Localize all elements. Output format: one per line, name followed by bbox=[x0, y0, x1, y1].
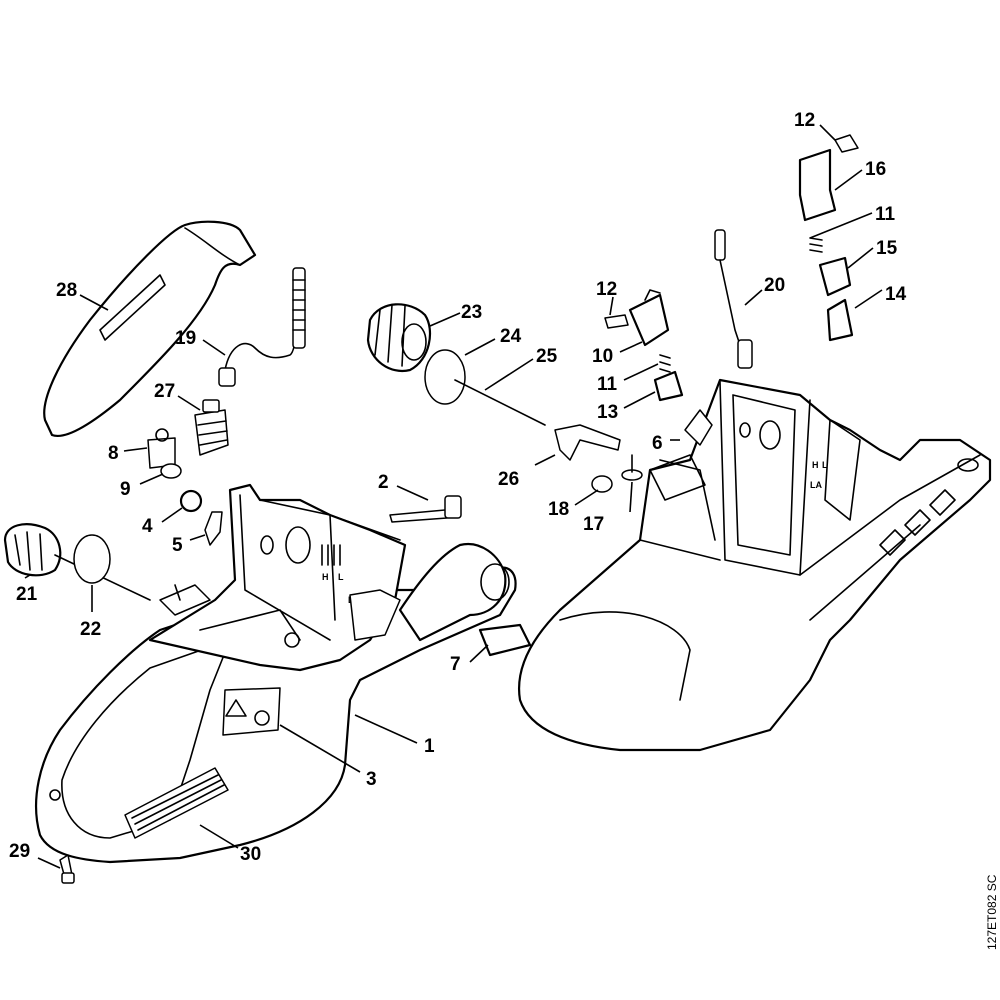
callout-12a: 12 bbox=[596, 279, 617, 300]
marking-l: L bbox=[338, 572, 344, 582]
callout-28: 28 bbox=[56, 280, 77, 301]
callout-10: 10 bbox=[592, 346, 613, 367]
part-24-seal[interactable] bbox=[424, 349, 466, 405]
callout-6: 6 bbox=[652, 433, 663, 454]
part-11-spring-right[interactable] bbox=[809, 237, 823, 253]
callout-7: 7 bbox=[450, 654, 461, 675]
callout-13: 13 bbox=[597, 402, 618, 423]
callout-11a: 11 bbox=[597, 374, 618, 395]
callout-25: 25 bbox=[536, 346, 558, 367]
callout-17: 17 bbox=[583, 514, 604, 535]
callout-27: 27 bbox=[154, 381, 175, 402]
part-9-o-ring[interactable] bbox=[160, 463, 182, 479]
marking-l-right: L bbox=[822, 460, 828, 470]
callout-2: 2 bbox=[378, 472, 389, 493]
leader-lines bbox=[24, 124, 883, 869]
callout-9: 9 bbox=[120, 479, 131, 500]
marking-h-right: H bbox=[812, 460, 819, 470]
part-8-valve[interactable] bbox=[147, 428, 176, 469]
part-12-screw-top[interactable] bbox=[834, 134, 859, 153]
part-22-o-ring[interactable] bbox=[73, 534, 111, 584]
part-18-washer[interactable] bbox=[591, 475, 613, 493]
callout-21: 21 bbox=[16, 584, 38, 605]
part-7-bumper[interactable] bbox=[478, 623, 532, 657]
part-23-oil-cap[interactable] bbox=[366, 303, 432, 373]
part-25-oil-pickup[interactable] bbox=[454, 379, 546, 426]
housing-right[interactable]: H L LA bbox=[518, 378, 992, 752]
part-6-clip[interactable] bbox=[684, 409, 713, 446]
part-4-plug[interactable] bbox=[179, 489, 203, 513]
part-14-cap[interactable] bbox=[826, 298, 854, 342]
part-5-clip[interactable] bbox=[204, 511, 223, 546]
part-19-fuel-hose[interactable] bbox=[218, 267, 306, 387]
callout-26: 26 bbox=[498, 469, 519, 490]
callout-12b: 12 bbox=[794, 110, 815, 131]
callout-15: 15 bbox=[876, 238, 898, 259]
callout-1: 1 bbox=[424, 736, 435, 757]
callout-23: 23 bbox=[461, 302, 482, 323]
callout-22: 22 bbox=[80, 619, 101, 640]
callout-11b: 11 bbox=[875, 204, 896, 225]
callout-3: 3 bbox=[366, 769, 377, 790]
part-12-screw-left[interactable] bbox=[604, 314, 629, 329]
housing-left[interactable]: H L LA bbox=[34, 483, 517, 864]
part-2-bolt[interactable] bbox=[389, 495, 462, 523]
callout-8: 8 bbox=[108, 443, 119, 464]
part-28-handle-cover[interactable] bbox=[43, 220, 257, 438]
marking-h: H bbox=[322, 572, 329, 582]
reference-code: 127ET082 SC bbox=[985, 874, 999, 950]
part-15-cap[interactable] bbox=[818, 256, 852, 297]
callout-14: 14 bbox=[885, 284, 907, 305]
callout-20: 20 bbox=[764, 275, 785, 296]
part-26-bracket[interactable] bbox=[554, 424, 621, 461]
part-20-oil-hose[interactable] bbox=[714, 229, 753, 369]
marking-la-right: LA bbox=[810, 480, 822, 490]
callout-29: 29 bbox=[9, 841, 30, 862]
callout-30: 30 bbox=[240, 844, 261, 865]
part-16-knob[interactable] bbox=[798, 148, 837, 222]
part-10-switch-shaft[interactable] bbox=[628, 289, 670, 347]
part-29-screw[interactable] bbox=[59, 854, 75, 884]
callout-labels: 1 2 3 4 5 6 7 8 9 10 11 11 12 12 13 14 1… bbox=[9, 110, 907, 865]
part-13-cap[interactable] bbox=[653, 370, 684, 402]
callout-4: 4 bbox=[142, 516, 153, 537]
callout-19: 19 bbox=[175, 328, 196, 349]
callout-24: 24 bbox=[500, 326, 522, 347]
callout-18: 18 bbox=[548, 499, 569, 520]
callout-5: 5 bbox=[172, 535, 183, 556]
part-27-fuel-filter[interactable] bbox=[194, 399, 229, 456]
part-11-spring-left[interactable] bbox=[659, 354, 671, 373]
callout-16: 16 bbox=[865, 159, 886, 180]
part-17-screw[interactable] bbox=[621, 454, 643, 481]
